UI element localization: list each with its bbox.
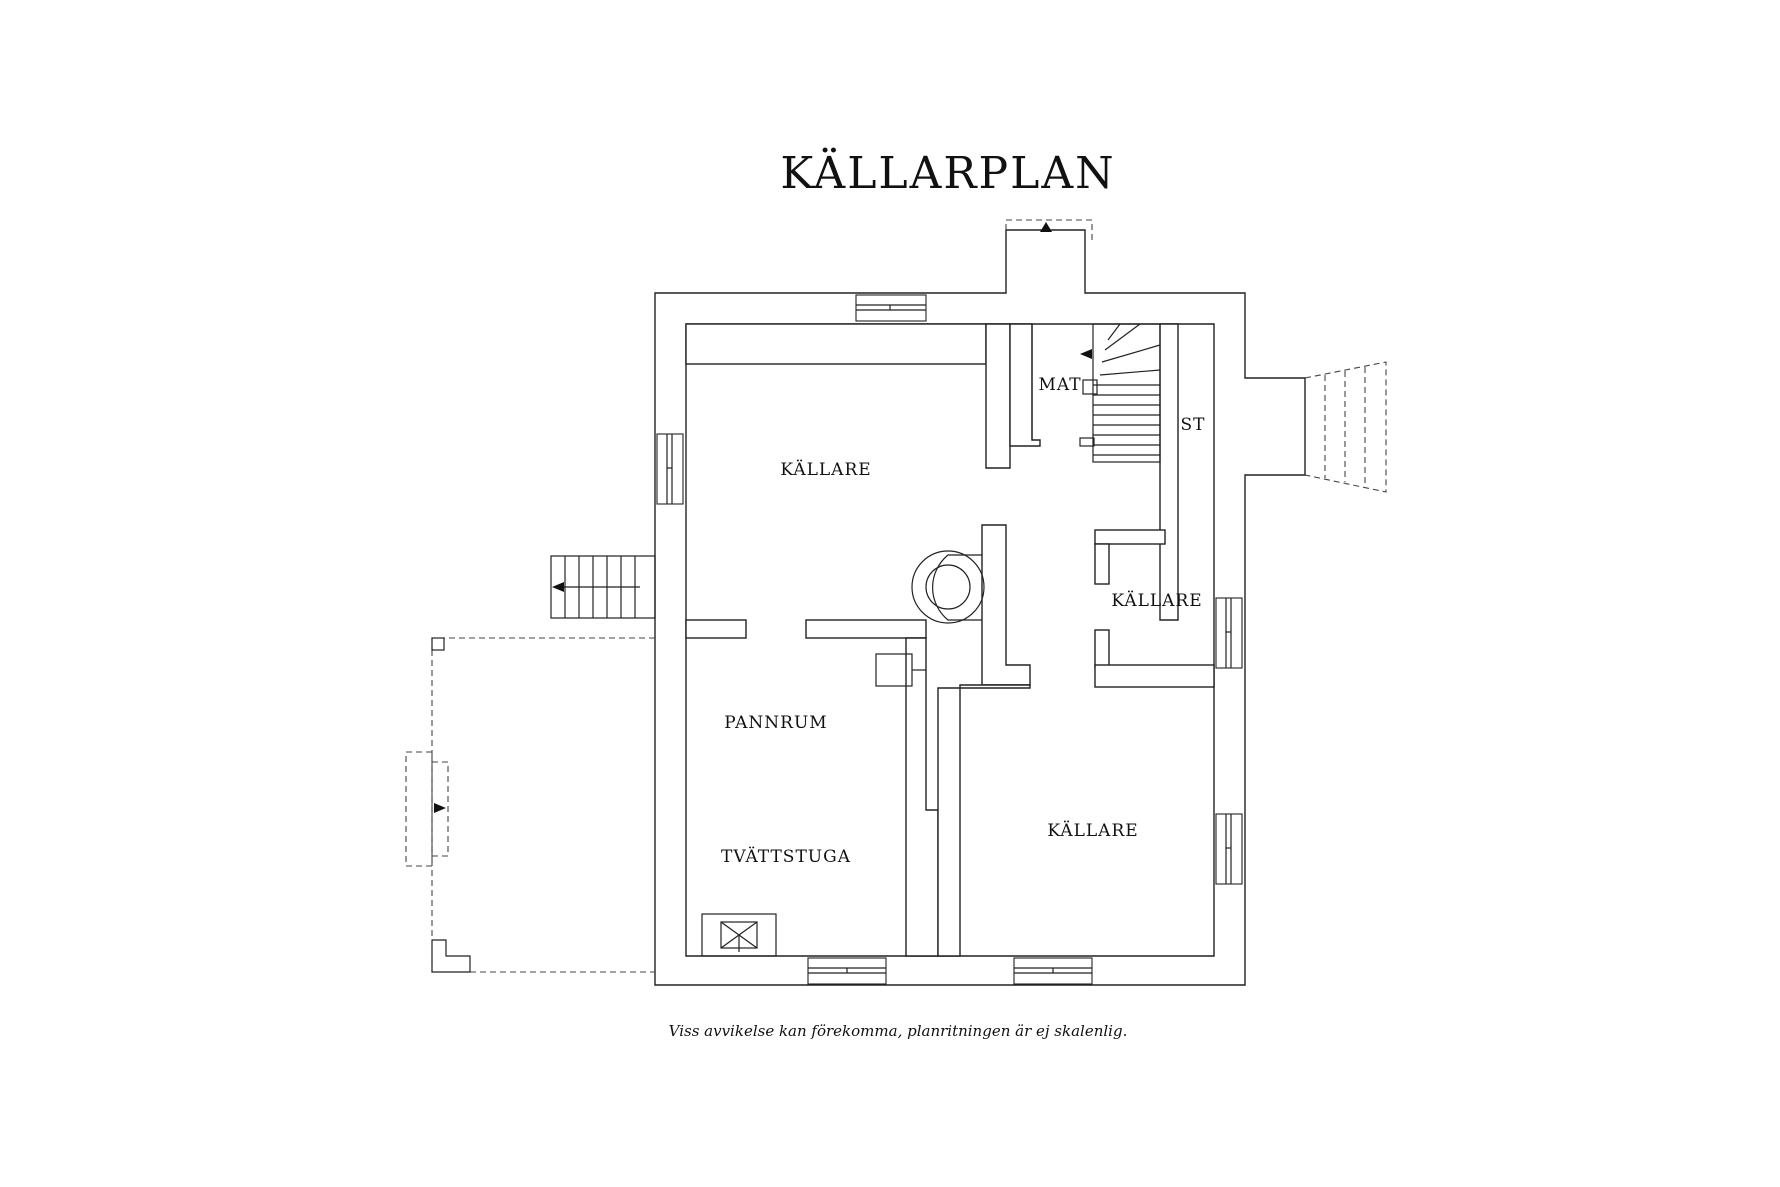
top-entrance (1005, 219, 1093, 240)
upper-interior-wall (685, 323, 987, 365)
right-exterior-stairs (1304, 361, 1387, 493)
stairs-arrow-icon (1080, 349, 1092, 359)
left-stairs-arrow-icon (552, 582, 564, 592)
wall-right-kallare-left-bottom (1094, 629, 1110, 669)
plan-title: KÄLLARPLAN (780, 146, 1115, 199)
wall-right-kallare-left-top (1094, 543, 1110, 585)
disclaimer-text: Viss avvikelse kan förekomma, planritnin… (669, 1022, 1128, 1040)
left-exterior-stairs (550, 555, 656, 619)
window-right-upper (1215, 597, 1243, 669)
room-label-st: ST (1181, 415, 1206, 435)
window-left (656, 433, 684, 505)
mat-closet-wall (1009, 323, 1041, 447)
top-entrance-arrow-icon (1040, 222, 1052, 232)
window-bottom-right (1013, 957, 1093, 985)
room-label-kallare-bottom: KÄLLARE (1047, 820, 1138, 841)
wall-right-kallare-top (1094, 529, 1166, 545)
laundry-sink (701, 913, 777, 957)
room-label-kallare-right: KÄLLARE (1111, 590, 1202, 611)
window-top (855, 294, 927, 322)
room-label-tvattstuga: TVÄTTSTUGA (721, 846, 851, 867)
wall-bottom-kallare-top (959, 684, 1031, 689)
window-bottom-left (807, 957, 887, 985)
room-label-pannrum: PANNRUM (724, 713, 827, 733)
room-label-kallare-main: KÄLLARE (780, 459, 871, 480)
room-label-mat: MAT (1038, 375, 1081, 395)
wall-right-kallare-bottom (1094, 664, 1215, 688)
wall-left-stub (685, 619, 747, 639)
round-chimney (911, 550, 985, 624)
wall-mid-stub (805, 619, 927, 639)
central-wall (981, 524, 1031, 686)
wall-st-left (1159, 323, 1179, 621)
left-terrace (405, 637, 655, 973)
main-stairs (1079, 323, 1161, 463)
window-right-lower (1215, 813, 1243, 885)
wall-main-right (985, 323, 1011, 469)
wall-bottom-kallare (937, 687, 961, 957)
terrace-door-arrow-icon (434, 803, 446, 813)
